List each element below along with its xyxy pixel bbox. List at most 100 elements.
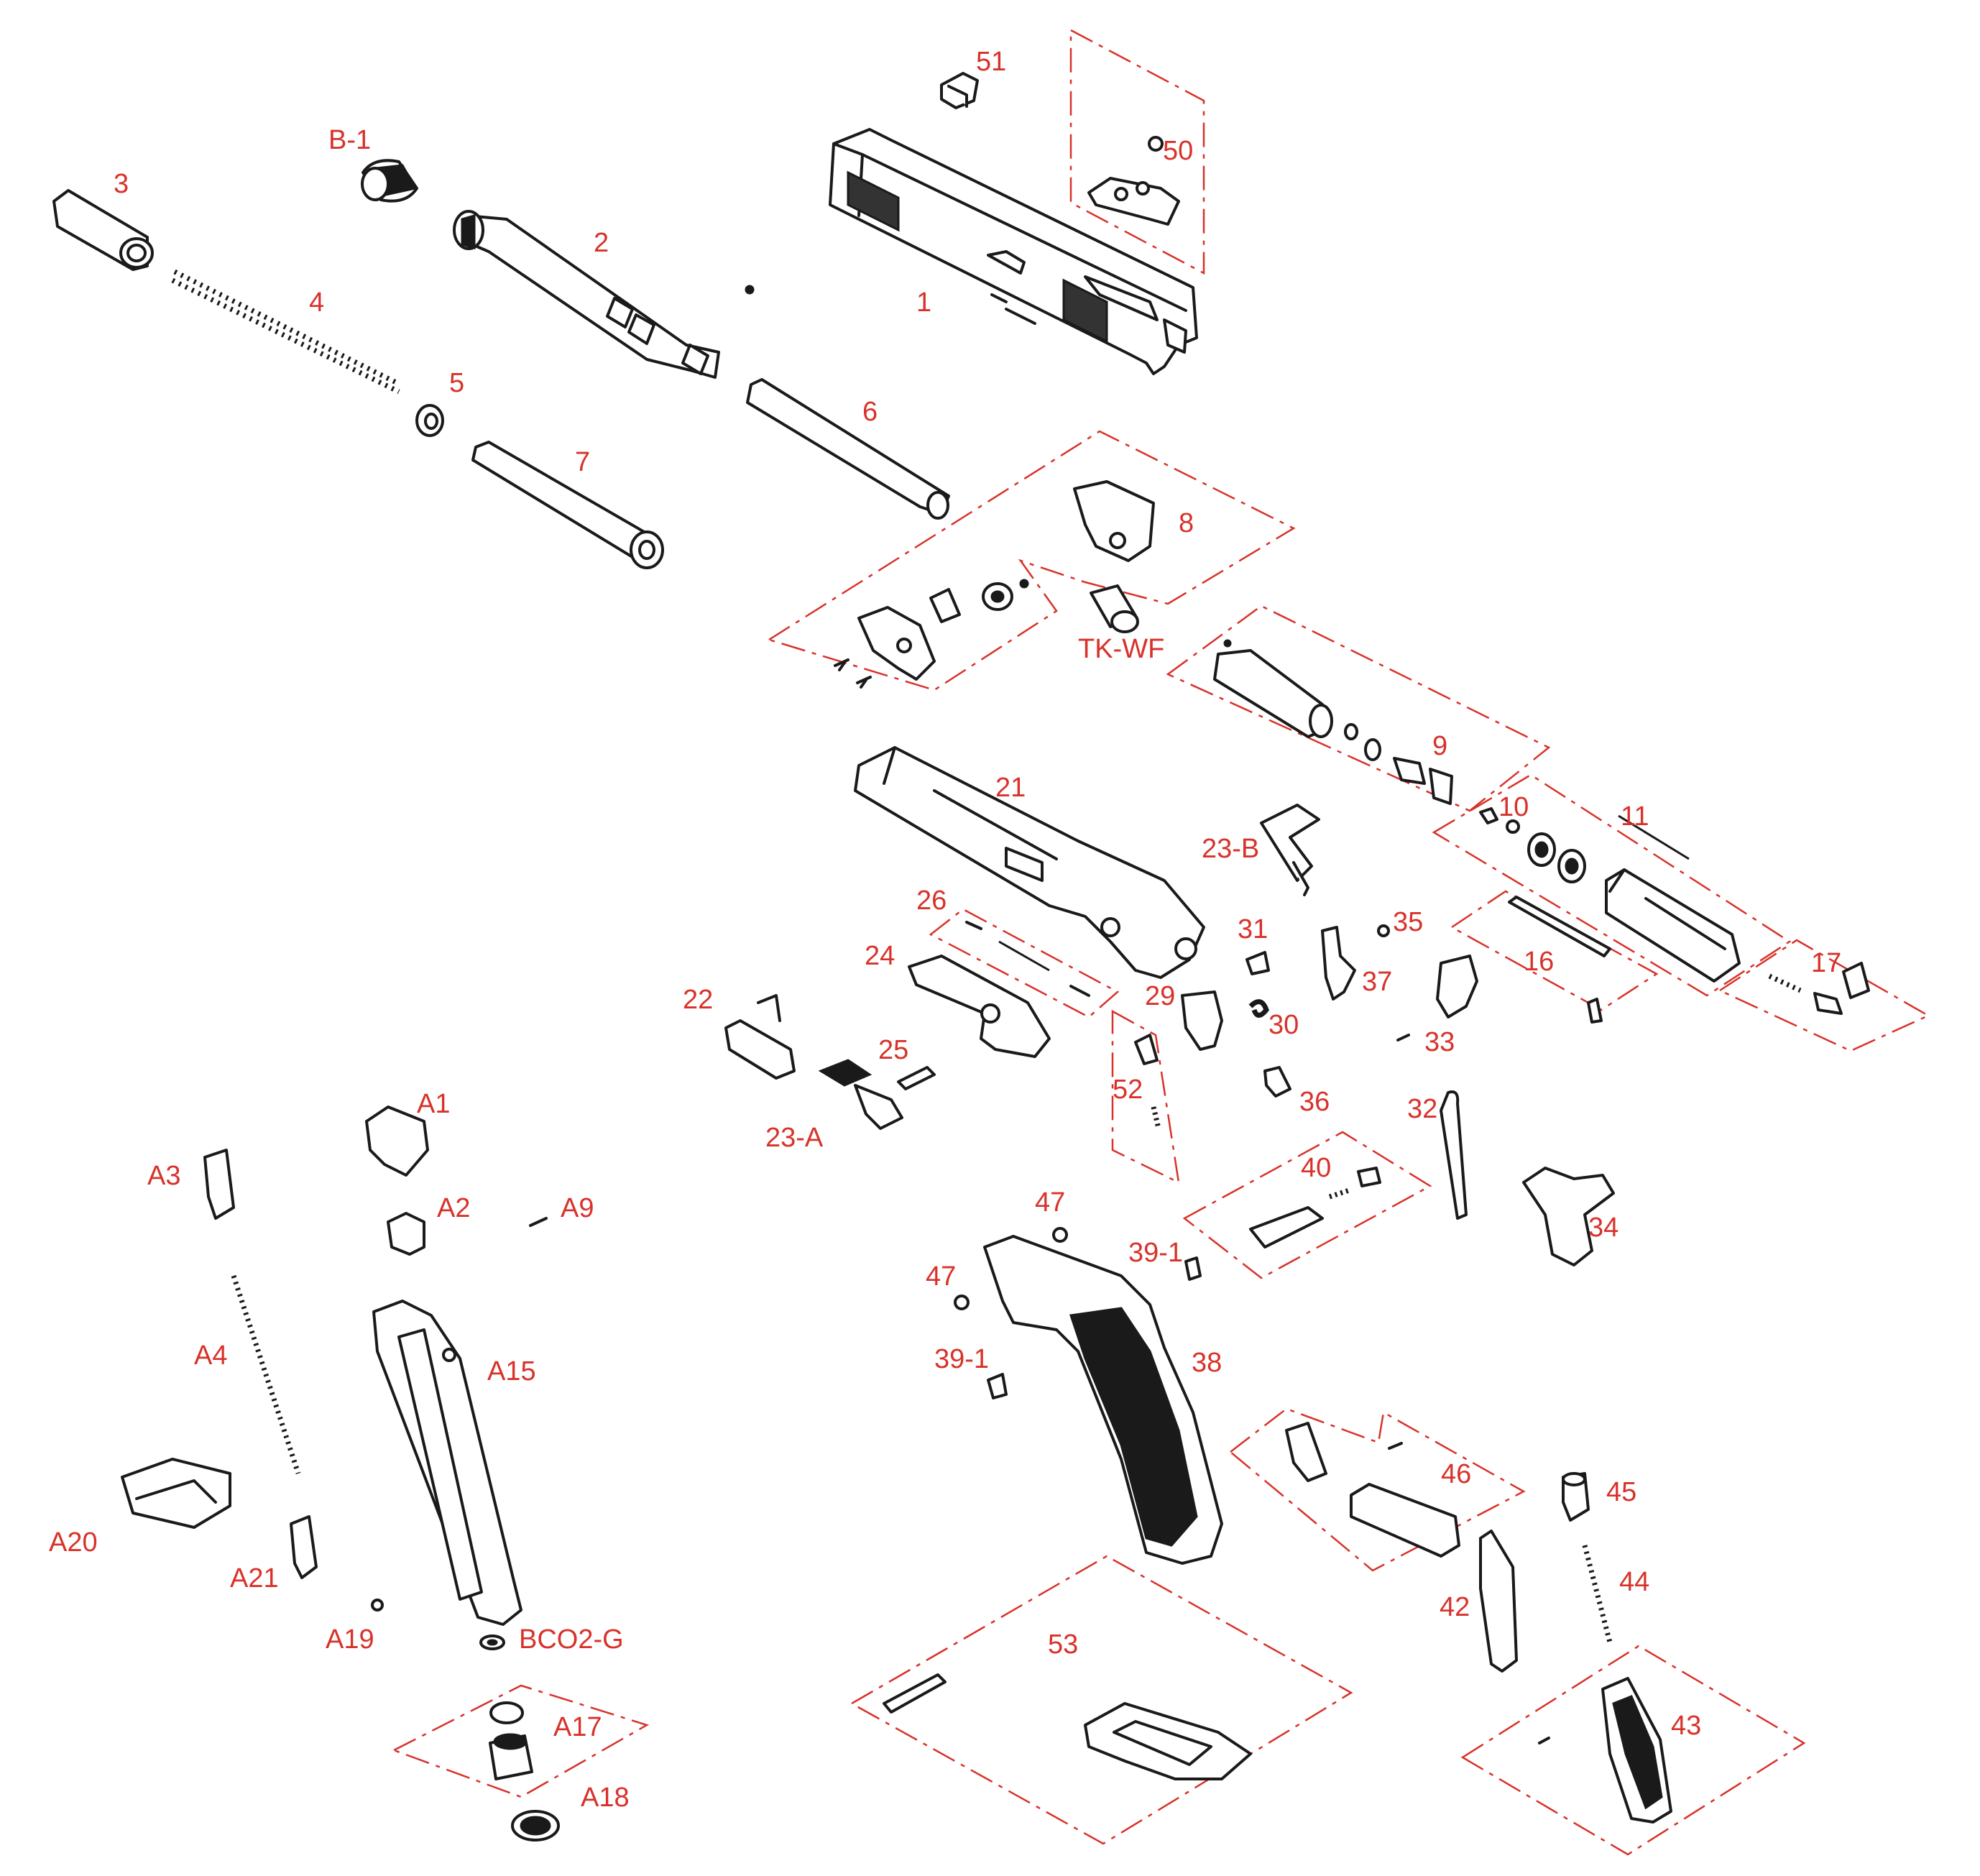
- part-33-pin: [1396, 1034, 1410, 1042]
- part-37-hammer: [1321, 926, 1356, 1001]
- part-30-spring: [1248, 999, 1269, 1018]
- label-a1: A1: [417, 1089, 450, 1119]
- label-39-1a: 39-1: [1128, 1238, 1183, 1268]
- group-outline-9: [1166, 604, 1551, 812]
- part-26-pins: [965, 921, 1090, 997]
- group-outline-53: [849, 1555, 1353, 1845]
- part-21-frame-rail: [854, 746, 1205, 979]
- label-46: 46: [1441, 1459, 1471, 1489]
- part-52-disconnector: [1134, 1034, 1161, 1129]
- label-32: 32: [1407, 1094, 1437, 1124]
- part-44-spring: [1582, 1545, 1613, 1643]
- label-25: 25: [878, 1035, 908, 1065]
- part-23b-trigger-shoe: [1260, 804, 1320, 896]
- part-a21-mag-catch: [290, 1515, 318, 1579]
- label-44: 44: [1619, 1567, 1649, 1597]
- label-a15: A15: [487, 1356, 536, 1387]
- group-outline-8: [767, 430, 1296, 691]
- label-17: 17: [1811, 948, 1841, 978]
- label-30: 30: [1268, 1010, 1299, 1040]
- part-22-safety-lever: [724, 994, 796, 1080]
- part-3-spring-plug: [52, 189, 154, 271]
- label-26: 26: [916, 886, 947, 916]
- part-b1-thread-protector: [361, 159, 418, 203]
- label-29: 29: [1145, 981, 1175, 1011]
- label-40: 40: [1301, 1153, 1331, 1183]
- label-a4: A4: [194, 1341, 227, 1371]
- part-a20-base-plate: [121, 1458, 231, 1529]
- label-22: 22: [683, 985, 713, 1015]
- group-outline-a17: [391, 1684, 650, 1798]
- group-outline-52: [1111, 1009, 1180, 1185]
- label-tk-wf: TK-WF: [1078, 634, 1164, 664]
- group-outline-40: [1182, 1131, 1432, 1279]
- part-1-slide: [829, 128, 1198, 375]
- label-21: 21: [995, 773, 1026, 803]
- label-11: 11: [1621, 801, 1649, 832]
- label-4: 4: [309, 288, 324, 318]
- label-9: 9: [1432, 731, 1447, 761]
- label-39-1b: 39-1: [934, 1344, 989, 1374]
- part-40-slide-stop-set: [1249, 1167, 1381, 1249]
- label-a2: A2: [437, 1193, 470, 1223]
- part-25-pin: [897, 1066, 936, 1090]
- part-a19-screw: [371, 1599, 384, 1611]
- label-38: 38: [1192, 1348, 1222, 1378]
- part-a4-follower-spring: [231, 1274, 301, 1475]
- label-35: 35: [1393, 907, 1423, 937]
- part-8-hammer-housing: [834, 480, 1155, 689]
- group-outline-17: [1718, 939, 1930, 1052]
- group-outline-16: [1450, 890, 1659, 1011]
- part-42-mainspring-housing: [1479, 1530, 1518, 1673]
- label-24: 24: [865, 941, 895, 971]
- part-5-buffer-ring: [415, 404, 444, 437]
- label-a9: A9: [561, 1193, 594, 1223]
- part-10-bolt-parts: [1479, 807, 1586, 883]
- part-35-screw: [1377, 924, 1390, 937]
- part-a18-ring: [511, 1810, 560, 1841]
- label-47b: 47: [926, 1261, 956, 1292]
- label-45: 45: [1606, 1477, 1636, 1507]
- part-24-trigger-housing: [908, 955, 1051, 1058]
- part-11-rod: [1618, 814, 1690, 860]
- part-23a-trigger: [818, 1059, 903, 1130]
- label-b1: B-1: [328, 125, 371, 155]
- label-a19: A19: [326, 1624, 374, 1655]
- part-50-front-sight-assembly: [1087, 136, 1180, 226]
- group-outline-26: [929, 908, 1120, 1019]
- label-52: 52: [1113, 1075, 1143, 1105]
- label-51: 51: [976, 47, 1006, 77]
- label-31: 31: [1238, 914, 1268, 944]
- part-38-grip-frame: [954, 1227, 1223, 1565]
- part-a3-mag-lip-clip: [203, 1149, 235, 1220]
- label-a20: A20: [49, 1527, 98, 1558]
- part-34-grip-safety: [1522, 1167, 1615, 1266]
- part-2-outer-barrel: [453, 210, 755, 379]
- part-45-cap: [1562, 1472, 1590, 1522]
- part-bco2g-seal: [479, 1634, 505, 1650]
- part-29-sear-housing: [1181, 990, 1223, 1051]
- label-33: 33: [1424, 1027, 1455, 1057]
- part-a2-follower: [387, 1212, 425, 1256]
- group-outline-46: [1229, 1407, 1526, 1572]
- label-bco2g: BCO2-G: [519, 1624, 624, 1655]
- label-34: 34: [1588, 1213, 1618, 1243]
- label-5: 5: [449, 368, 464, 398]
- part-a9-pin: [529, 1217, 548, 1227]
- part-51-rear-sight: [940, 72, 979, 109]
- labels: 1 2 3 4 5 6 7 8 9 10 11 16 17 21 22 23-A…: [49, 47, 1841, 1813]
- label-42: 42: [1440, 1592, 1470, 1622]
- label-1: 1: [916, 288, 931, 318]
- label-10: 10: [1498, 792, 1529, 822]
- part-tk-wf-rubber: [1090, 584, 1139, 633]
- label-37: 37: [1362, 967, 1392, 997]
- part-36-sear: [1263, 1066, 1291, 1098]
- label-7: 7: [575, 447, 590, 477]
- part-a1-mag-lip: [365, 1105, 429, 1177]
- part-32-mainspring-housing-pin: [1440, 1090, 1468, 1220]
- label-8: 8: [1179, 508, 1194, 538]
- label-2: 2: [594, 228, 609, 258]
- part-46-magwell-parts: [1285, 1422, 1460, 1558]
- part-9-nozzle-assembly: [1213, 639, 1453, 805]
